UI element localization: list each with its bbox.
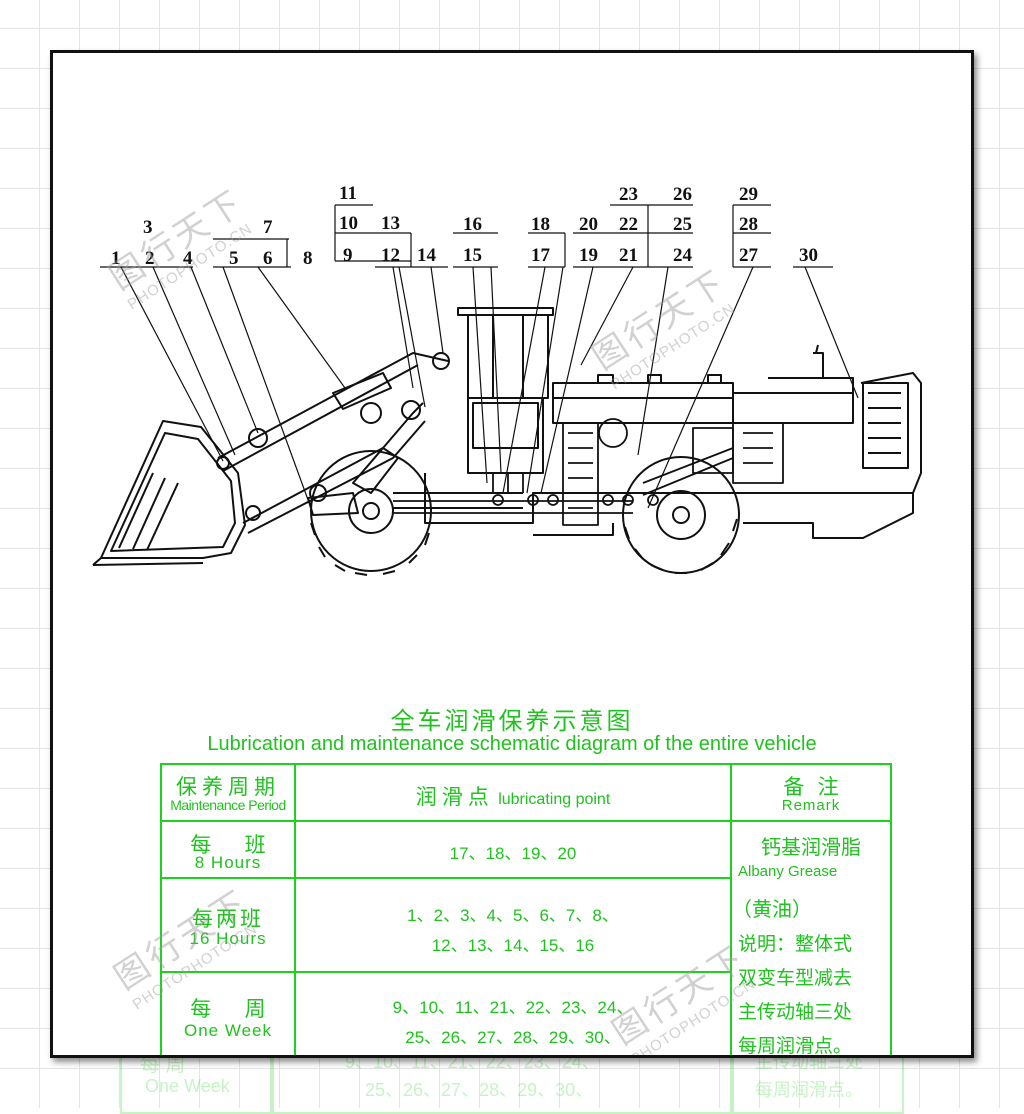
callout-17: 17 [531,245,550,266]
remark-note-line-4: 每周润滑点。 [738,1035,853,1057]
callout-29: 29 [739,184,758,205]
row3-points-line-1: 9、10、11、21、22、23、24、 [392,998,634,1017]
callout-9: 9 [343,245,353,266]
remark-note-line-3: 主传动轴三处 [738,1001,853,1023]
header-remark-en: Remark [781,797,841,814]
remark-grease-en: Albany Grease [738,863,838,880]
ghost-period-en: One Week [145,1076,230,1096]
chassis [393,344,922,539]
callout-30: 30 [799,245,818,266]
remark-grease-cn: 钙基润滑脂 [761,835,861,859]
callout-27: 27 [739,245,758,266]
ghost-points-line-2: 25、26、27、28、29、30、 [365,1080,594,1100]
callout-16: 16 [463,214,482,235]
callout-11: 11 [339,183,357,204]
callout-3: 3 [143,217,153,238]
label-rules [100,204,833,268]
row3-period-en: One Week [183,1021,272,1040]
callout-22: 22 [619,214,638,235]
ghost-remark-line-2: 每周润滑点。 [755,1080,863,1100]
row1-points: 17、18、19、20 [449,844,577,863]
drawing-sheet: 1 2 3 4 5 6 7 8 9 10 11 12 13 14 15 16 1… [50,50,974,1058]
row2-period-cn: 每两班 [192,907,264,931]
callout-10: 10 [339,213,358,234]
bucket [92,420,246,566]
callout-28: 28 [739,214,758,235]
row2-points-line-2: 12、13、14、15、16 [431,936,595,955]
diagram-title-en: Lubrication and maintenance schematic di… [207,733,817,755]
remark-note-line-2: 双变车型减去 [738,967,853,989]
leader-lines [120,266,859,509]
callout-4: 4 [183,248,193,269]
remark-grease-note: （黄油） [732,897,812,921]
header-remark-cn: 备 注 [783,775,839,799]
callout-5: 5 [229,248,239,269]
callout-20: 20 [579,214,598,235]
rear-wheel [622,456,740,574]
row1-period-en: 8 Hours [194,853,262,872]
maintenance-table: 保养周期 Maintenance Period 润滑点 lubricating … [160,763,892,1057]
header-period-en: Maintenance Period [170,797,286,813]
drivetrain [393,418,784,526]
callout-12: 12 [381,245,400,266]
loader-line-drawing [92,204,922,576]
row2-period-en: 16 Hours [189,929,267,948]
callout-23: 23 [619,184,638,205]
row3-points-line-2: 25、26、27、28、29、30、 [405,1028,621,1047]
callout-19: 19 [579,245,598,266]
callout-8: 8 [303,248,313,269]
callout-25: 25 [673,214,692,235]
header-point-cn: 润滑点 [415,785,494,809]
callout-13: 13 [381,213,400,234]
callout-2: 2 [145,248,155,269]
header-period-cn: 保养周期 [176,775,280,799]
row3-period-cn: 每 周 [190,997,266,1021]
callout-7: 7 [263,217,273,238]
callout-24: 24 [673,245,692,266]
row1-period-cn: 每 班 [190,833,266,857]
callout-18: 18 [531,214,550,235]
front-wheel [310,450,432,576]
callout-26: 26 [673,184,692,205]
diagram-title-cn: 全车润滑保养示意图 [390,707,634,735]
header-point: 润滑点 lubricating point [296,781,730,811]
callout-21: 21 [619,245,638,266]
boom [216,352,450,534]
cab [457,307,554,474]
callout-14: 14 [417,245,436,266]
header-point-en: lubricating point [498,791,611,808]
callout-1: 1 [111,248,121,269]
callout-15: 15 [463,245,482,266]
ghost-period-cn: 每 周 [140,1054,186,1076]
callout-6: 6 [263,248,273,269]
remark-note-line-1: 说明：整体式 [738,933,853,955]
row2-points-line-1: 1、2、3、4、5、6、7、8、 [407,906,619,925]
